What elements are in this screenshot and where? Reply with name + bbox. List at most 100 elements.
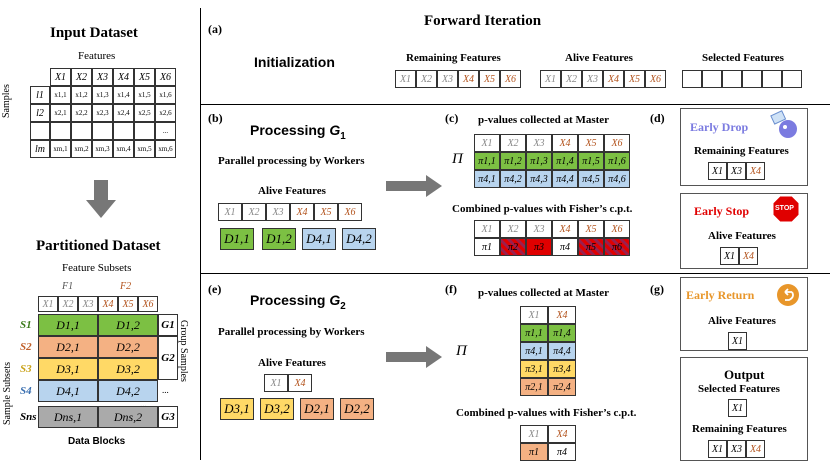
- data-cell: x1,3: [92, 86, 113, 104]
- feature-cell: X2: [242, 203, 266, 221]
- feature-cell: X1: [218, 203, 242, 221]
- feature-cell: X1: [728, 332, 747, 350]
- row-label: l1: [30, 86, 50, 104]
- feature-header: X5: [578, 134, 604, 152]
- data-block: D4,1: [302, 228, 336, 250]
- data-cell: x1,5: [134, 86, 155, 104]
- f-combined-table: X1 X4 π1 π4: [520, 425, 576, 461]
- data-cell: [92, 122, 113, 140]
- feature-cell: X4: [603, 70, 624, 88]
- g-remaining-row: X1 X3 X4: [708, 440, 765, 458]
- pvalue-cell: π1,3: [526, 152, 552, 170]
- pvalue-cell: π3,1: [520, 360, 548, 378]
- features-label: Features: [78, 50, 116, 62]
- feature-header: X1: [50, 68, 71, 86]
- pvalue-cell: π4,1: [520, 342, 548, 360]
- pvalue-cell: π4,4: [548, 342, 576, 360]
- data-cell: xm,6: [155, 140, 176, 158]
- group-label: G3: [158, 406, 178, 428]
- data-cell: xm,4: [113, 140, 134, 158]
- data-block: D1,2: [262, 228, 296, 250]
- empty-cell: [722, 70, 742, 88]
- output-title: Output: [724, 367, 765, 382]
- empty-cell: [762, 70, 782, 88]
- initialization-label: Initialization: [254, 54, 335, 70]
- sample-subset-label: S4: [20, 385, 32, 397]
- d-alive-label: Alive Features: [708, 230, 776, 242]
- feature-cell: X6: [500, 70, 521, 88]
- stop-sign-icon: [772, 195, 800, 223]
- f-combined-title: Combined p-values with Fisher’s c.p.t.: [456, 407, 637, 419]
- early-return-label: Early Return: [686, 288, 755, 302]
- alive-features-label: Alive Features: [565, 52, 633, 64]
- partition-block: Dns,1: [38, 406, 98, 428]
- partition-block: D1,1: [38, 314, 98, 336]
- feature-cell: X6: [645, 70, 666, 88]
- early-stop-label: Early Stop: [694, 204, 750, 218]
- pvalue-cell: π1,4: [548, 324, 576, 342]
- data-cell: xm,3: [92, 140, 113, 158]
- g-remaining-label: Remaining Features: [692, 423, 787, 435]
- g-selected-label: Selected Features: [698, 383, 780, 395]
- pvalue-cell: π4,3: [526, 170, 552, 188]
- combined-pvalue: π2: [500, 238, 526, 256]
- feature-cell: X1: [720, 247, 739, 265]
- feature-header: X4: [552, 134, 578, 152]
- sample-subset-label: S1: [20, 319, 32, 331]
- data-cell: x1,1: [50, 86, 71, 104]
- data-block: D4,2: [342, 228, 376, 250]
- combined-pvalue: π1: [474, 238, 500, 256]
- sample-subset-label: Sns: [20, 411, 37, 423]
- alive-features-label: Alive Features: [258, 185, 326, 197]
- combined-pvalue: π6: [604, 238, 630, 256]
- combined-pvalue: π4: [548, 443, 576, 461]
- partition-block: D2,2: [98, 336, 158, 358]
- forward-iteration-title: Forward Iteration: [424, 13, 542, 29]
- feature-header: X3: [526, 220, 552, 238]
- feature-header: X4: [98, 296, 118, 312]
- feature-header: X4: [113, 68, 134, 86]
- stop-sign-text: STOP: [775, 205, 794, 212]
- ellipsis: ...: [162, 385, 169, 395]
- partition-block: D4,1: [38, 380, 98, 402]
- feature-header: X2: [500, 134, 526, 152]
- tag-a: (a): [208, 22, 222, 36]
- init-remaining-row: X1 X2 X3 X4 X5 X6: [395, 70, 521, 88]
- feature-header: X5: [578, 220, 604, 238]
- feature-cell: X1: [708, 162, 727, 180]
- partition-block: D3,2: [98, 358, 158, 380]
- feature-cell: X5: [624, 70, 645, 88]
- data-cell: x2,6: [155, 104, 176, 122]
- partition-block: D2,1: [38, 336, 98, 358]
- feature-cell: X1: [540, 70, 561, 88]
- pvalue-cell: π1,4: [552, 152, 578, 170]
- data-block: D2,1: [300, 398, 334, 420]
- pvalue-cell: π4,6: [604, 170, 630, 188]
- e-alive-row: X1 X4: [264, 374, 312, 392]
- right-arrow-icon: [386, 175, 442, 197]
- ellipsis: ...: [140, 399, 147, 409]
- feature-header: X5: [134, 68, 155, 86]
- b-alive-row: X1 X2 X3 X4 X5 X6: [218, 203, 362, 221]
- main-divider: [200, 8, 201, 460]
- g-selected-row: X1: [728, 399, 747, 417]
- early-return-box: [680, 277, 808, 351]
- tag-g: (g): [650, 282, 664, 296]
- data-cell: x2,2: [71, 104, 92, 122]
- feature-cell: X1: [708, 440, 727, 458]
- pvalue-cell: π2,1: [520, 378, 548, 396]
- group-label: G2: [158, 336, 178, 380]
- pvalue-cell: π1,5: [578, 152, 604, 170]
- f1-label: F1: [62, 281, 74, 292]
- pvalue-cell: π1,2: [500, 152, 526, 170]
- down-arrow-icon: [86, 180, 116, 218]
- c-pvalues-title: p-values collected at Master: [478, 114, 610, 126]
- tag-f: (f): [445, 282, 457, 296]
- processing-g1-title: Processing G1: [250, 122, 346, 142]
- sample-subset-label: S2: [20, 341, 32, 353]
- feature-cell: X1: [728, 399, 747, 417]
- data-cell: [71, 122, 92, 140]
- sample-subsets-label: Sample Subsets: [2, 361, 13, 425]
